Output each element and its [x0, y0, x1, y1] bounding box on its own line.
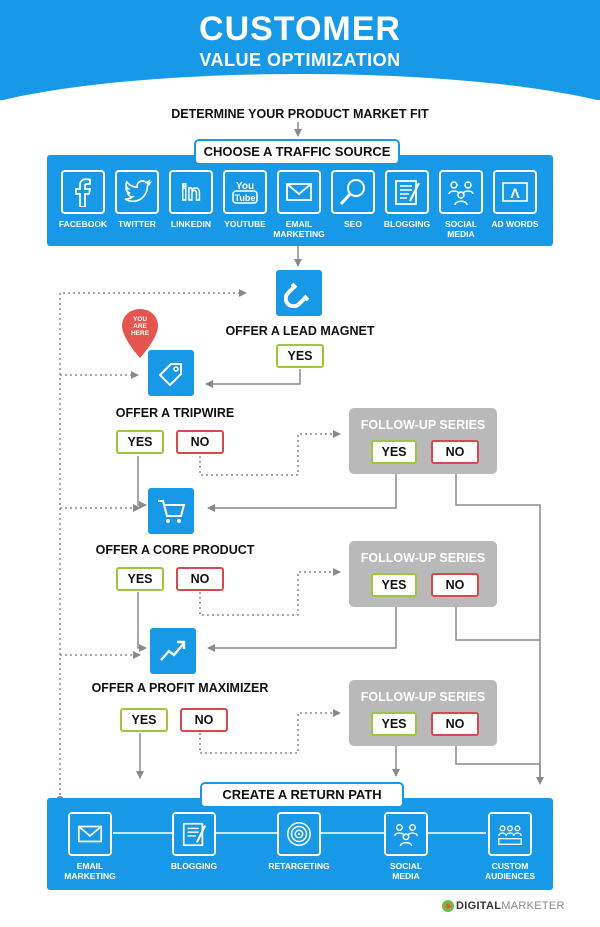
tripwire-node — [148, 350, 194, 396]
source-label: BLOGGING — [383, 219, 431, 229]
svg-text:Λ: Λ — [510, 185, 520, 201]
source-label: SOCIAL MEDIA — [444, 219, 478, 239]
svg-text:Tube: Tube — [235, 193, 256, 203]
follow-up-1-no: NO — [431, 440, 479, 464]
pin-line: YOU — [132, 316, 148, 323]
digitalmarketer-logo: DIGITALMARKETER — [440, 898, 565, 914]
traffic-source-title: CHOOSE A TRAFFIC SOURCE — [194, 139, 400, 165]
linkedin-tile: in — [169, 170, 213, 214]
return-label: RETARGETING — [268, 861, 330, 871]
core-no: NO — [176, 567, 224, 591]
follow-up-2-yes: YES — [371, 573, 417, 597]
twitter-tile — [115, 170, 159, 214]
facebook-icon — [75, 178, 92, 207]
brand-part2: MARKETER — [501, 900, 565, 912]
audience-icon — [498, 825, 522, 845]
email-tile — [277, 170, 321, 214]
return-retargeting-tile — [277, 812, 321, 856]
source-label: AD WORDS — [491, 219, 539, 229]
facebook-tile — [61, 170, 105, 214]
return-social-tile — [384, 812, 428, 856]
header-curve — [0, 74, 600, 134]
pin-line: HERE — [130, 330, 150, 337]
svg-text:You: You — [236, 181, 254, 192]
follow-up-1-yes: YES — [371, 440, 417, 464]
adwords-icon: Λ — [502, 182, 528, 202]
tripwire-label: OFFER A TRIPWIRE — [115, 406, 235, 420]
return-email-tile — [68, 812, 112, 856]
profit-maximizer-label: OFFER A PROFIT MAXIMIZER — [91, 681, 269, 695]
gear-icon — [442, 900, 454, 912]
core-product-node — [148, 488, 194, 534]
source-label: FACEBOOK — [58, 219, 108, 229]
blog-icon — [395, 180, 420, 205]
brand-text: DIGITALMARKETER — [456, 900, 565, 912]
maximizer-yes: YES — [120, 708, 168, 732]
profit-maximizer-node — [150, 628, 196, 674]
lead-magnet-node — [276, 270, 322, 316]
return-blogging-tile — [172, 812, 216, 856]
source-label: SEO — [344, 219, 362, 229]
tripwire-no: NO — [176, 430, 224, 454]
core-yes: YES — [116, 567, 164, 591]
youtube-tile: You Tube — [223, 170, 267, 214]
trend-up-icon — [160, 640, 186, 661]
adwords-tile: Λ — [493, 170, 537, 214]
source-label: EMAIL MARKETING — [273, 219, 325, 239]
return-path-title: CREATE A RETURN PATH — [200, 782, 404, 808]
source-label: TWITTER — [118, 219, 156, 229]
follow-up-title: FOLLOW-UP SERIES — [360, 690, 486, 704]
you-are-here-text: YOU ARE HERE — [120, 316, 160, 337]
title-line1: CUSTOMER — [199, 10, 401, 48]
youtube-icon: You Tube — [232, 181, 258, 204]
source-label: LINKEDIN — [170, 219, 212, 229]
linkedin-icon: in — [181, 179, 202, 205]
return-label: SOCIAL MEDIA — [389, 861, 423, 881]
title-line2: VALUE OPTIMIZATION — [199, 50, 401, 70]
maximizer-no: NO — [180, 708, 228, 732]
seo-tile — [331, 170, 375, 214]
follow-up-3-yes: YES — [371, 712, 417, 736]
magnet-icon — [284, 282, 310, 308]
you-are-here-pin-icon — [122, 309, 158, 358]
follow-up-title: FOLLOW-UP SERIES — [360, 418, 486, 432]
twitter-icon — [124, 179, 152, 203]
return-audiences-tile — [488, 812, 532, 856]
return-label: CUSTOM AUDIENCES — [484, 861, 536, 881]
blog-icon — [182, 822, 207, 847]
target-icon — [287, 822, 311, 846]
core-product-label: OFFER A CORE PRODUCT — [95, 543, 255, 557]
pin-line: ARE — [133, 323, 147, 330]
magnifier-icon — [339, 179, 365, 206]
social-icon — [448, 181, 474, 206]
follow-up-3-no: NO — [431, 712, 479, 736]
return-label: EMAIL MARKETING — [64, 861, 116, 881]
follow-up-title: FOLLOW-UP SERIES — [360, 551, 486, 565]
social-media-tile — [439, 170, 483, 214]
lead-magnet-label: OFFER A LEAD MAGNET — [225, 324, 375, 338]
email-icon — [286, 183, 312, 201]
blogging-tile — [385, 170, 429, 214]
tripwire-yes: YES — [116, 430, 164, 454]
step-product-market-fit: DETERMINE YOUR PRODUCT MARKET FIT — [171, 107, 429, 121]
svg-text:in: in — [181, 180, 201, 205]
return-label: BLOGGING — [170, 861, 218, 871]
shopping-cart-icon — [158, 500, 186, 523]
social-icon — [394, 823, 418, 847]
brand-part1: DIGITAL — [456, 900, 502, 912]
lead-magnet-yes: YES — [276, 344, 324, 368]
price-tag-icon — [158, 363, 182, 387]
follow-up-2-no: NO — [431, 573, 479, 597]
source-label: YOUTUBE — [224, 219, 266, 229]
email-icon — [77, 825, 103, 843]
